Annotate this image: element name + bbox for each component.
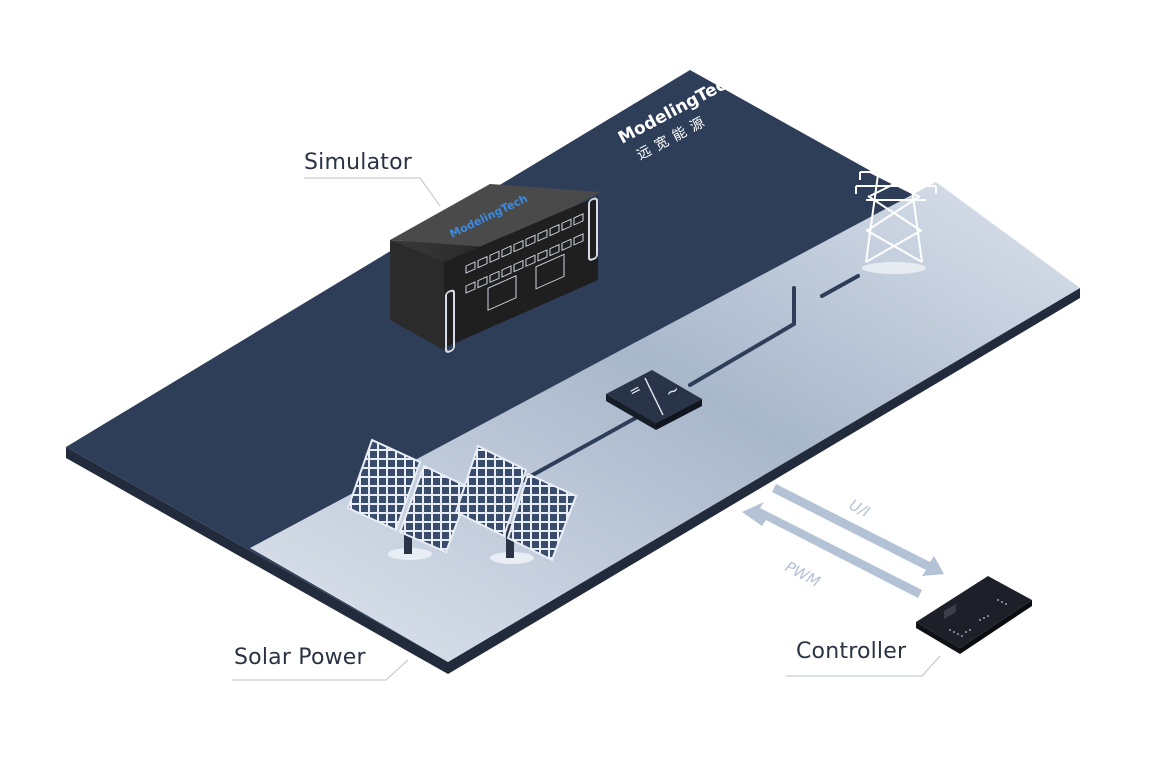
platform-edge — [66, 288, 1080, 674]
simulator-device: ModelingTech — [390, 184, 600, 353]
solar-panel-array — [346, 438, 578, 564]
ui-signal-label: U/I — [846, 496, 873, 522]
transmission-tower — [855, 129, 937, 274]
controller-label: Controller — [796, 639, 907, 664]
simulator-label: Simulator — [304, 150, 412, 175]
pwm-signal-label: PWM — [782, 558, 823, 591]
pwm-arrow — [742, 502, 922, 598]
cable — [518, 274, 860, 484]
ui-arrow — [772, 484, 944, 576]
inverter-box: = ~ — [606, 370, 702, 430]
solar-panel — [454, 444, 578, 564]
solar-panel — [346, 438, 472, 560]
controller-board — [916, 576, 1032, 654]
callout-lines — [232, 177, 941, 681]
solar-power-label: Solar Power — [234, 645, 366, 670]
signal-arrows — [742, 484, 944, 598]
